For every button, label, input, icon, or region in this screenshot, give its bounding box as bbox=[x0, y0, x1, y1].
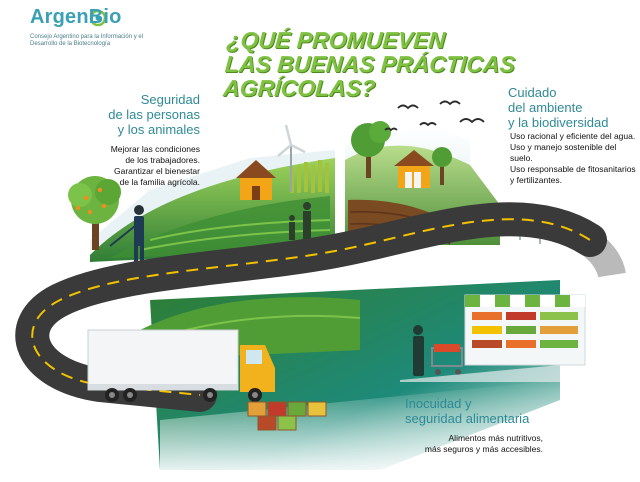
section-title-line: y los animales bbox=[117, 122, 200, 137]
section-body-line: de los trabajadores. bbox=[125, 155, 200, 165]
section-title-line: Inocuidad y bbox=[405, 396, 472, 411]
section-body-line: Mejorar las condiciones bbox=[110, 144, 200, 154]
section-title-safety: Seguridad de las personas y los animales bbox=[90, 92, 200, 137]
logo-icon bbox=[89, 9, 107, 27]
section-body-line: Uso responsable de fitosanitarios bbox=[510, 164, 636, 174]
section-body-line: Alimentos más nutritivos, bbox=[448, 433, 543, 443]
section-title-line: Cuidado bbox=[508, 85, 557, 100]
section-body-line: de la familia agrícola. bbox=[119, 177, 200, 187]
section-body-environment: Uso racional y eficiente del agua. Uso y… bbox=[510, 131, 638, 186]
farm-panel-left bbox=[68, 124, 335, 262]
title-line: LAS BUENAS PRÁCTICAS bbox=[224, 51, 516, 77]
section-body-line: y fertilizantes. bbox=[510, 175, 562, 185]
logo-name: ArgenBio bbox=[30, 6, 122, 28]
section-body-line: más seguros y más accesibles. bbox=[424, 444, 543, 454]
truck bbox=[87, 329, 327, 431]
section-title-environment: Cuidado del ambiente y la biodiversidad bbox=[508, 85, 628, 130]
road bbox=[15, 202, 626, 412]
title-line: ¿QUÉ PROMUEVEN bbox=[225, 27, 447, 53]
farmland-bottom bbox=[140, 280, 560, 470]
section-title-food-safety: Inocuidad y seguridad alimentaria bbox=[405, 396, 555, 426]
section-title-line: del ambiente bbox=[508, 100, 583, 115]
section-title-line: de las personas bbox=[108, 107, 200, 122]
market-stall bbox=[400, 294, 586, 382]
section-title-line: Seguridad bbox=[140, 92, 200, 107]
section-body-safety: Mejorar las condiciones de los trabajado… bbox=[70, 144, 200, 188]
section-title-line: y la biodiversidad bbox=[508, 115, 609, 130]
title-line: AGRÍCOLAS? bbox=[222, 75, 377, 101]
section-body-line: Uso y manejo sostenible del suelo. bbox=[510, 142, 617, 163]
page-title: ¿QUÉ PROMUEVEN LAS BUENAS PRÁCTICAS AGRÍ… bbox=[222, 27, 517, 101]
section-title-line: seguridad alimentaria bbox=[405, 411, 530, 426]
section-body-line: Garantizar el bienestar bbox=[114, 166, 200, 176]
section-body-line: Uso racional y eficiente del agua. bbox=[510, 131, 636, 141]
logo-subtitle: Consejo Argentino para la Información y … bbox=[30, 34, 144, 47]
section-body-food-safety: Alimentos más nutritivos, más seguros y … bbox=[380, 433, 543, 455]
